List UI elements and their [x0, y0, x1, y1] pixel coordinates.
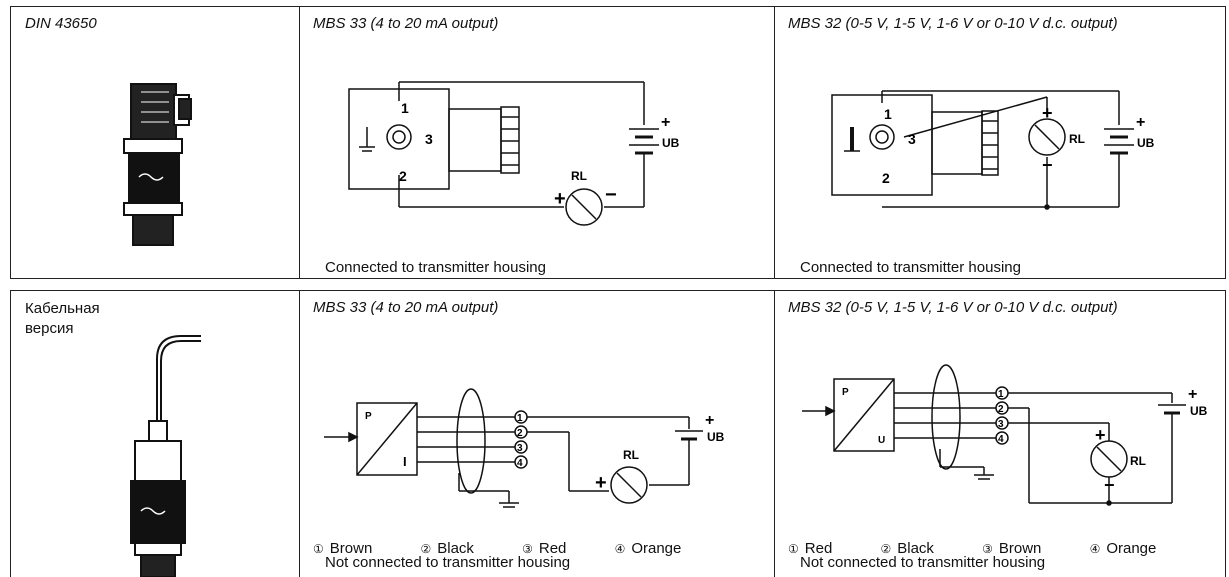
load-minus-label: −: [1104, 475, 1115, 495]
supply-label: UB: [662, 136, 680, 150]
bottom-mbs33-header: MBS 33 (4 to 20 mA output): [313, 299, 499, 316]
top-mbs32-cell: MBS 32 (0-5 V, 1-5 V, 1-6 V or 0-10 V d.…: [774, 7, 1225, 278]
supply-plus-label: +: [661, 114, 670, 131]
supply-label: UB: [707, 430, 725, 444]
top-mbs33-cell: MBS 33 (4 to 20 mA output): [299, 7, 775, 278]
terminal-3-label: 3: [517, 443, 523, 454]
wire-2-color: Black: [437, 540, 474, 557]
mbs32-wire-color-legend: ① Red ② Black ③ Brown ④ Orange Not connected…: [788, 540, 1200, 571]
block-p-label: P: [365, 411, 372, 422]
bottom-product-cell: Кабельная версия: [11, 291, 300, 577]
mbs33-cable-diagram: P I 1 2 3 4 UB + RL +: [324, 388, 725, 508]
mbs32-cable-diagram: P U 1 2 3 4 UB + RL + −: [802, 364, 1208, 506]
bottom-product-header-line2: версия: [25, 320, 74, 337]
terminal-1-label: 1: [517, 413, 523, 424]
load-label: RL: [1130, 454, 1146, 468]
top-mbs32-caption: Connected to transmitter housing: [800, 259, 1021, 276]
load-plus-label: +: [1095, 425, 1106, 445]
load-minus-label: −: [605, 184, 617, 206]
top-product-cell: DIN 43650: [11, 7, 300, 278]
supply-plus-label: +: [705, 412, 714, 429]
top-mbs33-caption: Connected to transmitter housing: [325, 259, 546, 276]
load-plus-label: +: [1042, 103, 1053, 123]
wire-1-number: ①: [788, 542, 799, 556]
wire-2-color: Black: [897, 540, 934, 557]
top-mbs33-header: MBS 33 (4 to 20 mA output): [313, 15, 499, 32]
supply-plus-label: +: [1188, 386, 1197, 403]
supply-plus-label: +: [1136, 114, 1145, 131]
top-mbs32-header: MBS 32 (0-5 V, 1-5 V, 1-6 V or 0-10 V d.…: [788, 15, 1118, 32]
wire-1-color: Red: [804, 540, 833, 557]
supply-label: UB: [1190, 404, 1208, 418]
mbs33-wire-color-legend: ① Brown ② Black ③ Red ④ Orange Not connected…: [313, 540, 725, 571]
bottom-product-header-line1: Кабельная: [25, 300, 100, 317]
bottom-mbs33-cell: MBS 33 (4 to 20 mA output): [299, 291, 775, 577]
terminal-3-label: 3: [998, 419, 1004, 430]
bottom-mbs32-header: MBS 32 (0-5 V, 1-5 V, 1-6 V or 0-10 V d.…: [788, 299, 1118, 316]
wire-4-color: Orange: [1106, 540, 1157, 557]
top-wiring-table: DIN 43650 MBS 33 (4 to 20 mA output): [10, 6, 1226, 279]
bottom-wiring-table: Кабельная версия MBS 33 (4 to 20 mA outp…: [10, 290, 1226, 577]
wire-4-color: Orange: [631, 540, 682, 557]
terminal-2-label: 2: [998, 404, 1004, 415]
wire-3-color: Brown: [998, 540, 1042, 557]
block-i-label: I: [403, 454, 407, 469]
wire-1-number: ①: [313, 542, 324, 556]
pin-2-label: 2: [399, 168, 407, 184]
din-plug-transmitter-drawing: [123, 83, 192, 246]
mbs33-connector-diagram: 1 2 3 UB + RL + −: [348, 81, 680, 226]
supply-label: UB: [1137, 136, 1155, 150]
pin-3-label: 3: [908, 131, 916, 147]
mbs32-connector-diagram: 1 2 3 UB + RL + −: [831, 90, 1155, 210]
terminal-4-label: 4: [998, 434, 1004, 445]
terminal-4-label: 4: [517, 458, 523, 469]
bottom-product-header: Кабельная версия: [25, 299, 100, 339]
cable-version-transmitter-drawing: [130, 335, 201, 577]
mbs32-connection-note: Not connected to transmitter housing: [800, 554, 1046, 571]
wire-3-number: ③: [982, 542, 993, 556]
top-product-header: DIN 43650: [25, 15, 97, 32]
load-plus-label: +: [554, 188, 566, 210]
load-label: RL: [1069, 132, 1085, 146]
terminal-2-label: 2: [517, 428, 523, 439]
wire-2-number: ②: [880, 542, 892, 556]
wire-4-number: ④: [614, 542, 626, 556]
load-plus-label: +: [595, 472, 607, 494]
pin-3-label: 3: [425, 131, 433, 147]
load-minus-label: −: [1042, 155, 1053, 175]
bottom-mbs32-cell: MBS 32 (0-5 V, 1-5 V, 1-6 V or 0-10 V d.…: [774, 291, 1225, 577]
wire-4-number: ④: [1089, 542, 1101, 556]
terminal-1-label: 1: [998, 389, 1004, 400]
wire-1-color: Brown: [329, 540, 373, 557]
block-p-label: P: [842, 387, 849, 398]
pin-2-label: 2: [882, 170, 890, 186]
load-label: RL: [571, 169, 587, 183]
pin-1-label: 1: [884, 106, 892, 122]
mbs33-connection-note: Not connected to transmitter housing: [325, 554, 571, 571]
wire-3-color: Red: [538, 540, 567, 557]
block-u-label: U: [878, 435, 885, 446]
wire-3-number: ③: [522, 542, 533, 556]
wire-2-number: ②: [420, 542, 432, 556]
load-label: RL: [623, 448, 639, 462]
pin-1-label: 1: [401, 100, 409, 116]
